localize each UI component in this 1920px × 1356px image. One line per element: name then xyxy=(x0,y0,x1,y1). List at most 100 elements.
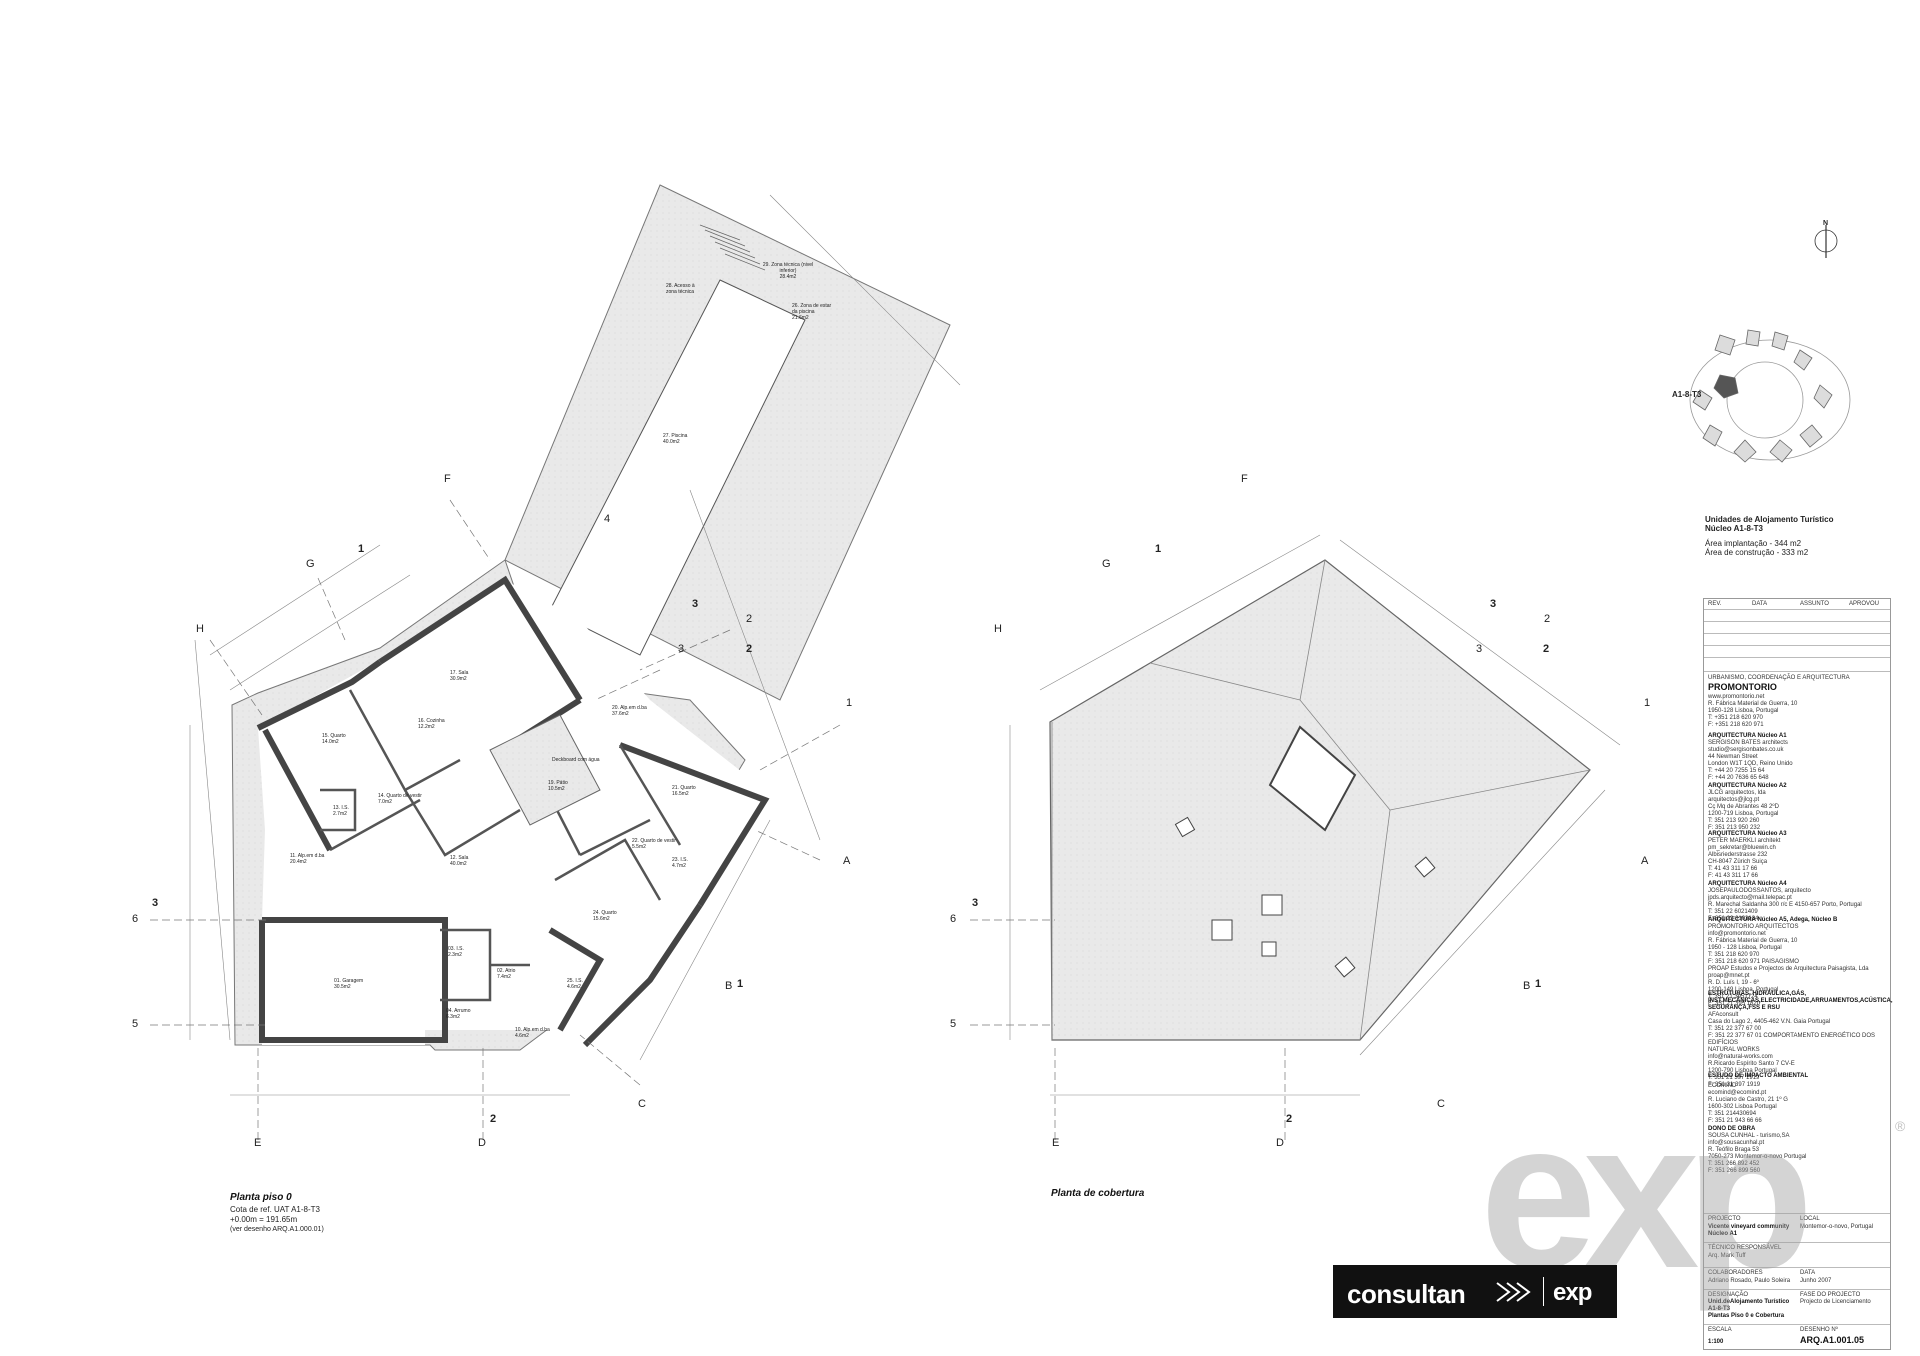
rev-header: REV. xyxy=(1708,601,1722,607)
colab-label: COLABORADORES xyxy=(1708,1270,1763,1276)
a5-head: ARQUITECTURA Núcleo A5, Adega, Núcleo B xyxy=(1708,917,1838,923)
roof-grid-label-2: 2 xyxy=(1544,613,1551,625)
a4-head: ARQUITECTURA Núcleo A4 xyxy=(1708,881,1787,887)
room-label: 23. I.S.4.7m2 xyxy=(672,857,688,869)
environment-head: ESTUDO DE IMPACTO AMBIENTAL xyxy=(1708,1073,1809,1079)
house-floor xyxy=(258,580,765,1045)
room-label: 03. I.S.2.3m2 xyxy=(448,946,464,958)
fase-value: Projecto de Licenciamento xyxy=(1800,1299,1871,1305)
roof-grid-label-D: D xyxy=(1276,1137,1284,1149)
a2-details: JLCG arquitectos, lda arquitectos@jlcg.p… xyxy=(1708,790,1779,831)
interior-walls xyxy=(320,689,682,1002)
roof-grid-label-3: 3 xyxy=(1476,643,1483,655)
roof-grid-label-G: G xyxy=(1102,558,1111,570)
ground-floor-plan xyxy=(150,184,961,1140)
a3-head: ARQUITECTURA Núcleo A3 xyxy=(1708,831,1787,837)
area-construcao: Área de construção - 333 m2 xyxy=(1705,548,1809,557)
owner-details: SOUSA CUNHAL - turismo,SA info@sousacunh… xyxy=(1708,1133,1807,1174)
section-mark-2: 2 xyxy=(490,1113,497,1125)
fase-label: FASE DO PROJECTO xyxy=(1800,1292,1861,1298)
grid-label-2: 2 xyxy=(746,613,753,625)
roof-dimension-lines xyxy=(1009,534,1621,1096)
consultan-chevron-icon xyxy=(1496,1282,1531,1302)
key-plan-label: A1-8-T3 xyxy=(1672,390,1702,399)
roof-section-mark-1b: 1 xyxy=(1535,978,1542,990)
room-label: 13. I.S.2.7m2 xyxy=(333,805,349,817)
roof-vents xyxy=(1174,816,1436,978)
section-mark-3: 3 xyxy=(152,897,159,909)
grid-label-6: 6 xyxy=(132,913,139,925)
roof-section-mark-3b: 3 xyxy=(1490,598,1497,610)
grid-label-B: B xyxy=(725,980,733,992)
roof-grid-axes xyxy=(970,919,1286,1140)
registered-mark: ® xyxy=(1895,1118,1906,1134)
escala-value: 1:100 xyxy=(1708,1339,1724,1345)
roof-grid-label-F: F xyxy=(1241,473,1248,485)
desenho-value: ARQ.A1.001.05 xyxy=(1800,1335,1865,1345)
a4-details: JOSEPAULODOSSANTOS, arquitecto jpds.arqu… xyxy=(1708,888,1862,922)
roof-grid-label-1: 1 xyxy=(1644,697,1651,709)
grid-label-1: 1 xyxy=(846,697,853,709)
consultan-exp: exp xyxy=(1553,1279,1592,1306)
roof-plan xyxy=(970,534,1621,1140)
project-title: Unidades de Alojamento Turístico xyxy=(1705,515,1834,524)
roof-grid-label-5: 5 xyxy=(950,1018,957,1030)
technical-stairs xyxy=(699,224,766,271)
colab-value: Adriano Rosado, Paulo Soleira xyxy=(1708,1278,1791,1284)
area-implantacao: Área implantação - 344 m2 xyxy=(1705,539,1802,548)
exp-watermark: exp xyxy=(1480,1077,1814,1312)
design-value: Unid.deAlojamento Turístico A1-8-T3 Plan… xyxy=(1708,1299,1790,1319)
consultan-wordmark: consultan xyxy=(1347,1279,1466,1309)
grid-label-5: 5 xyxy=(132,1018,139,1030)
grid-label-D: D xyxy=(478,1137,486,1149)
section-mark-1b: 1 xyxy=(737,978,744,990)
section-mark-2b: 2 xyxy=(746,643,753,655)
a3-details: PETER MAERKLI architekt pm_sekretar@blue… xyxy=(1708,838,1781,879)
date-header: DATA xyxy=(1752,601,1768,607)
grid-label-A: A xyxy=(843,855,851,867)
patio xyxy=(489,714,601,826)
roof-grid-label-C: C xyxy=(1437,1098,1445,1110)
ground-plan-title: Planta piso 0 xyxy=(230,1192,292,1203)
north-arrow-icon xyxy=(1814,225,1838,258)
local-label: LOCAL xyxy=(1800,1216,1820,1222)
tecnico-label: TÉCNICO RESPONSÁVEL xyxy=(1708,1245,1782,1251)
grid-label-E: E xyxy=(254,1137,262,1149)
deck-annotation: Deckboard com água xyxy=(552,757,600,763)
room-label: 25. I.S.4.6m2 xyxy=(567,978,583,990)
projecto-label: PROJECTO xyxy=(1708,1216,1741,1222)
escala-label: ESCALA xyxy=(1708,1327,1732,1333)
roof-grid-label-A: A xyxy=(1641,855,1649,867)
a5-details: PROMONTORIO ARQUITECTOS info@promontorio… xyxy=(1708,924,1869,1007)
engineering-head: ESTRUTURAS, HIDRÁULICA,GÁS, INST.MECÂNIC… xyxy=(1708,991,1893,1011)
subject-header: ASSUNTO xyxy=(1800,601,1829,607)
approved-header: APROVOU xyxy=(1849,601,1880,607)
date-label: DATA xyxy=(1800,1270,1816,1276)
a1-details: SERGISON BATES architects studio@sergiso… xyxy=(1708,740,1793,781)
grid-axes xyxy=(150,499,841,1140)
grid-label-G: G xyxy=(306,558,315,570)
a2-head: ARQUITECTURA Núcleo A2 xyxy=(1708,783,1787,789)
owner-head: DONO DE OBRA xyxy=(1708,1126,1756,1132)
date-value: Junho 2007 xyxy=(1800,1278,1832,1284)
project-subtitle: Núcleo A1-8-T3 xyxy=(1705,524,1763,533)
ground-plan-level: +0.00m = 191.65m xyxy=(230,1215,298,1224)
firm-name: PROMONTORIO xyxy=(1708,682,1777,692)
roof-section-mark-3: 3 xyxy=(972,897,979,909)
roof-ridges xyxy=(1051,559,1591,1041)
environment-details: ECOMIND ecomind@ecomind.pt R. Luciano de… xyxy=(1708,1083,1788,1124)
